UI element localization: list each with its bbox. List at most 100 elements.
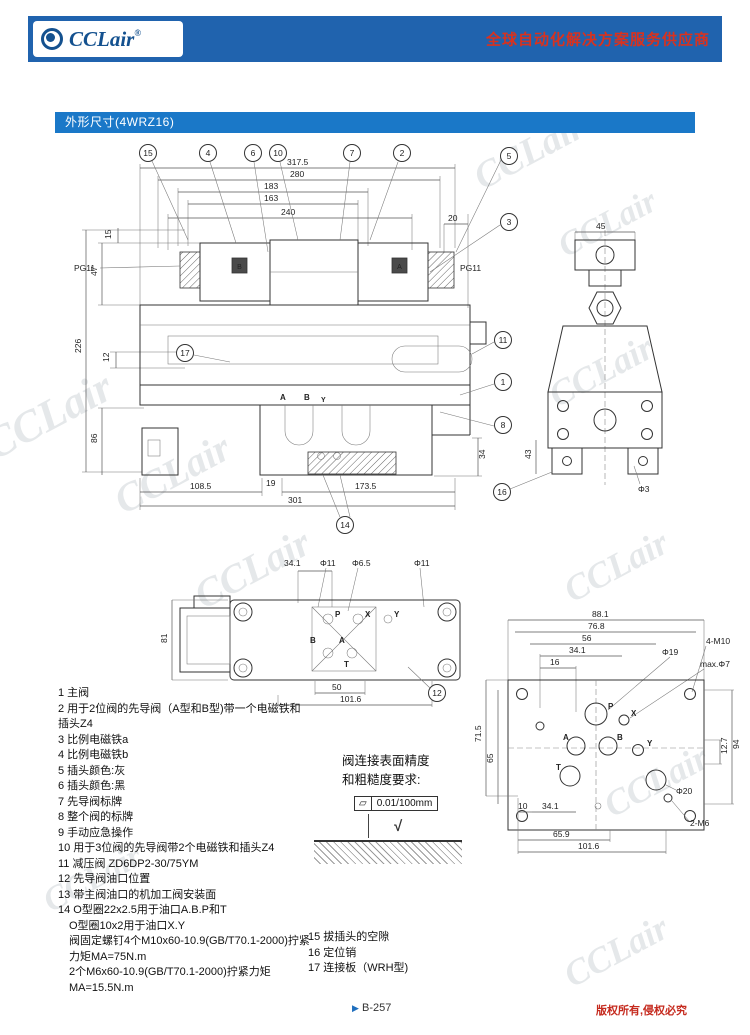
dim-317-5: 317.5: [287, 157, 309, 167]
part-item-6: 6 插头颜色:黑: [58, 780, 126, 792]
cclair-logo-icon: [41, 28, 63, 50]
port-x-label: X: [365, 610, 371, 619]
callout-8: 8: [501, 420, 506, 430]
part-item-14-cont-1: O型圈10x2用于油口X.Y: [69, 919, 186, 932]
dim-88-1: 88.1: [592, 609, 609, 619]
port-y-hole: [632, 744, 644, 756]
main-valve-body: [139, 304, 471, 386]
port-t-label: T: [556, 763, 561, 772]
surface-roughness-icon: √: [394, 818, 403, 835]
mounting-face-drawing: 88.1 76.8 56 34.1 16 4-M10 Φ19 max.Φ7 P …: [473, 609, 741, 854]
port-p-label: P: [608, 702, 614, 711]
port-a-label: A: [280, 393, 286, 402]
part-item-1: 1 主阀: [58, 687, 90, 699]
mounting-foot: [141, 427, 179, 476]
mounting-plate: [507, 679, 705, 831]
m6-hole: [663, 793, 673, 803]
dim-12-7: 12.7: [719, 737, 729, 754]
dim-20: 20: [448, 213, 458, 223]
dim-183: 183: [264, 181, 278, 191]
dim-phi3: Φ3: [638, 484, 650, 494]
part-item-15: 15 拔插头的空隙: [308, 931, 390, 943]
connector-right-label: A: [397, 264, 402, 271]
part-item-14: 14 O型圈22x2.5用于油口A.B.P和T: [58, 904, 227, 916]
port-b-label: B: [310, 636, 316, 645]
copyright-notice: 版权所有,侵权必究: [596, 1005, 688, 1017]
dim-50: 50: [332, 682, 342, 692]
connector-right: [391, 257, 408, 274]
surface-requirement-note: 阀连接表面精度 和粗糙度要求:: [342, 752, 492, 790]
dim-280: 280: [290, 169, 304, 179]
dim-12: 12: [101, 352, 111, 362]
m6-hole: [535, 721, 545, 731]
surface-note-line2: 和粗糙度要求:: [342, 773, 421, 787]
connector-left: [231, 257, 248, 274]
header-tagline: 全球自动化解决方案服务供应商: [485, 31, 710, 49]
dim-phi19: Φ19: [662, 647, 679, 657]
port-t-hole: [559, 765, 581, 787]
dim-163: 163: [264, 193, 278, 203]
part-item-2: 2 用于2位阀的先导阀（A型和B型)带一个电磁铁和插头Z4: [58, 702, 301, 731]
callout-17: 17: [180, 348, 190, 358]
dim-max-phi7: max.Φ7: [700, 659, 730, 669]
part-item-10: 10 用于3位阀的先导阀带2个电磁铁和插头Z4: [58, 842, 275, 854]
o-ring: [317, 452, 325, 460]
o-ring: [333, 452, 341, 460]
top-view-drawing: 34.1 Φ11 Φ6.5 Φ11 P X B A T Y 81 50 101.…: [159, 558, 461, 707]
parts-list-right: 15 拔插头的空隙 16 定位销 17 连接板（WRH型): [308, 930, 508, 977]
part-item-13: 13 带主阀油口的机加工阀安装面: [58, 888, 217, 901]
port-b-label: B: [617, 733, 623, 742]
pg11-right-label: PG11: [460, 263, 481, 273]
main-drawing: 317.5 280 183 163 240 20 15 47 226 12 86…: [73, 144, 663, 534]
manual-override: [391, 345, 473, 373]
callout-2: 2: [400, 148, 405, 158]
part-item-3: 3 比例电磁铁a: [58, 733, 129, 746]
dim-226: 226: [73, 339, 83, 353]
dim-34: 34: [477, 449, 487, 459]
part-item-12: 12 先导阀油口位置: [58, 873, 151, 885]
callout-4: 4: [206, 148, 211, 158]
dim-101-6: 101.6: [578, 841, 600, 851]
tolerance-leader-line: [368, 814, 369, 838]
port-t-label: T: [344, 660, 349, 669]
flatness-tolerance-value: 0.01/100mm: [376, 798, 433, 809]
callout-1: 1: [501, 377, 506, 387]
mounting-surface-hatch: [314, 840, 462, 864]
port-y-label: Y: [394, 610, 400, 619]
callout-10: 10: [273, 148, 283, 158]
pin-hole: [594, 802, 602, 810]
cclair-logo-text: CCLair®: [69, 26, 142, 51]
dim-108-5: 108.5: [190, 481, 212, 491]
section-hatch: [307, 451, 397, 475]
page-header: CCLair® 全球自动化解决方案服务供应商: [28, 16, 722, 62]
dim-45: 45: [596, 221, 606, 231]
surface-note-line1: 阀连接表面精度: [342, 754, 430, 768]
flatness-symbol-icon: ▱: [355, 797, 372, 810]
port-y-label: Y: [647, 739, 653, 748]
dim-240: 240: [281, 207, 295, 217]
extension-lines: [82, 164, 482, 510]
flatness-tolerance-frame: ▱ 0.01/100mm: [354, 796, 439, 811]
callout-12: 12: [432, 688, 442, 698]
dim-43: 43: [523, 449, 533, 459]
section-title: 外形尺寸(4WRZ16): [55, 112, 695, 133]
solenoid-top-view: [179, 607, 231, 673]
pilot-valve: [269, 239, 359, 306]
cclair-logo: CCLair®: [33, 21, 183, 57]
callouts: 15 4 6 10 7 2 5 3 11 1 8 17 14: [139, 144, 518, 534]
valve-side-view: B A PG11 PG11 A B Y: [74, 239, 487, 476]
port-a-hole: [566, 736, 586, 756]
port-x-hole: [618, 714, 630, 726]
dim-15: 15: [103, 229, 113, 239]
page-indicator: ▶ B-257: [352, 1002, 391, 1014]
dim-2-m6: 2-M6: [690, 818, 710, 828]
part-item-7: 7 先导阀标牌: [58, 795, 123, 808]
page-number: B-257: [361, 1002, 392, 1014]
dim-94: 94: [731, 739, 741, 749]
port-x-label: X: [631, 709, 637, 718]
part-item-16: 16 定位销: [308, 946, 357, 959]
connector-left-label: B: [237, 264, 242, 271]
callout-15: 15: [143, 148, 153, 158]
cable-plug-right: [427, 251, 455, 289]
dim-86: 86: [89, 433, 99, 443]
